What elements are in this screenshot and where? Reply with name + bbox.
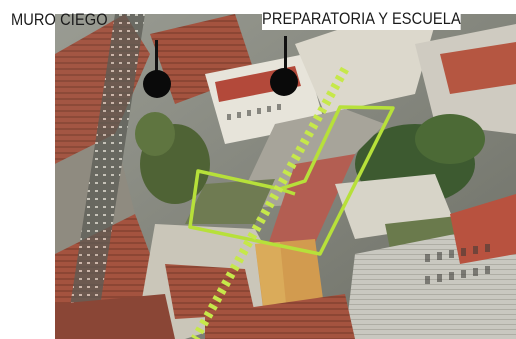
label-preparatoria: PREPARATORIA Y ESCUELA (262, 8, 461, 30)
leader-line-prep (284, 36, 287, 76)
marker-dot-prep (270, 68, 298, 96)
label-muro-ciego: MURO CIEGO (11, 10, 108, 29)
site-outline (188, 105, 395, 256)
marker-dot-muro (143, 70, 171, 98)
leader-line-muro (155, 40, 158, 76)
dashed-axis (191, 66, 349, 339)
